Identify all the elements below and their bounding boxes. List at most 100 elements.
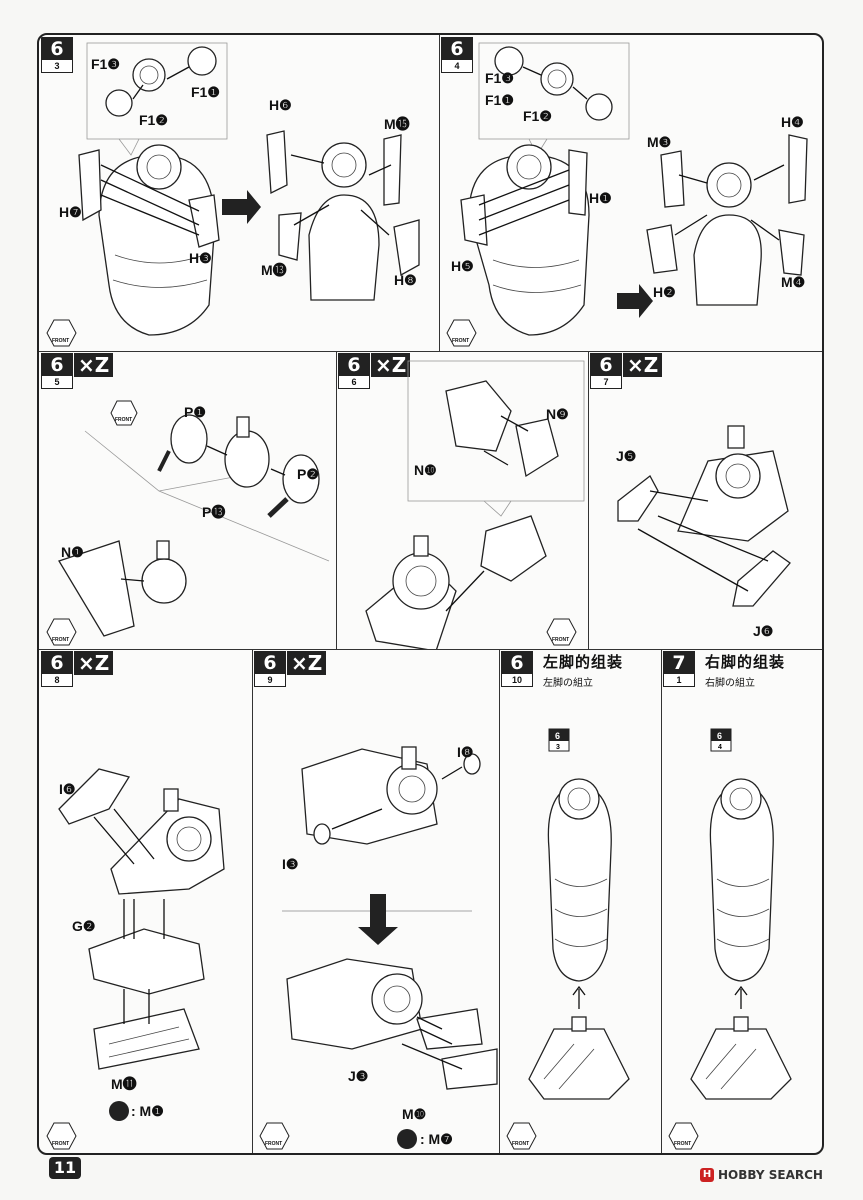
part-label: P⓭ — [202, 504, 225, 520]
quantity-multiplier: ×Z — [287, 651, 327, 675]
ref-step-number: 6 — [555, 731, 560, 741]
front-label: FRONT — [452, 338, 469, 344]
part-label: F1❷ — [523, 108, 552, 124]
step-subtitle: 左脚の組立 — [543, 678, 593, 689]
front-label: FRONT — [265, 1141, 282, 1147]
quantity-multiplier: ×Z — [74, 651, 114, 675]
front-label: FRONT — [52, 338, 69, 344]
step-sub-number: 10 — [511, 675, 522, 685]
step-panel-6-4: 6 4 F1❸ F1❶ F1❷ H❶ H❺ FRONT — [439, 35, 822, 352]
part-label: H❸ — [189, 250, 212, 266]
paint-label: : M❶ — [131, 1103, 164, 1119]
step-number: 6 — [42, 652, 72, 674]
part-label: J❸ — [348, 1068, 368, 1084]
quantity-multiplier: ×Z — [623, 353, 663, 377]
assembly-illustration: 6 3 FRONT — [506, 728, 630, 1150]
part-label: I❸ — [282, 856, 298, 872]
step-number: 7 — [664, 652, 694, 674]
front-direction-icon — [506, 1122, 537, 1150]
front-direction-icon — [546, 618, 577, 646]
step-panel-6-7: 6 7 ×Z J❺ J❻ — [588, 351, 822, 650]
part-label: N❶ — [61, 544, 84, 560]
front-label: FRONT — [552, 637, 569, 643]
step-sub-number: 4 — [454, 61, 460, 71]
paint-label: : M❼ — [420, 1131, 453, 1147]
paint-color-icon — [109, 1101, 129, 1121]
front-direction-icon — [110, 400, 138, 426]
assembly-illustration: F1❸ F1❶ F1❷ H❼ H❸ FRONT H❻ M⓯ M⓭ H❽ — [46, 42, 420, 347]
step-number: 6 — [339, 354, 369, 376]
part-label: M⓫ — [111, 1076, 137, 1092]
step-number: 6 — [42, 38, 72, 60]
front-direction-icon — [46, 1122, 77, 1150]
step-sub-number: 8 — [54, 675, 60, 685]
assembly-illustration: N❾ N❿ FRONT — [365, 360, 585, 649]
step-sub-number: 7 — [603, 377, 609, 387]
front-label: FRONT — [52, 1141, 69, 1147]
assembly-illustration: 6 4 FRONT — [668, 728, 792, 1150]
step-sub-number: 3 — [54, 61, 60, 71]
part-label: F1❸ — [91, 56, 120, 72]
front-direction-icon — [46, 319, 77, 347]
step-panel-6-6: 6 6 ×Z N❾ N❿ FRONT — [336, 351, 589, 650]
front-direction-icon — [259, 1122, 290, 1150]
part-label: F1❶ — [485, 92, 514, 108]
part-label: M❹ — [781, 274, 805, 290]
ref-step-sub: 3 — [556, 744, 560, 751]
step-badge: 6 10 左脚的组装 左脚の組立 — [501, 651, 623, 689]
part-label: I❻ — [59, 781, 75, 797]
part-label: H❹ — [781, 114, 804, 130]
watermark-text: HOBBY SEARCH — [718, 1168, 823, 1182]
part-label: F1❶ — [191, 84, 220, 100]
ref-step-sub: 4 — [718, 744, 722, 751]
step-badge: 6 7 ×Z — [590, 353, 663, 389]
part-label: H❽ — [394, 272, 417, 288]
part-label: F1❷ — [139, 112, 168, 128]
next-step-arrow-icon — [617, 284, 653, 318]
assembly-illustration: F1❸ F1❶ F1❷ H❶ H❺ FRONT M❸ H❹ H❷ M❹ — [446, 42, 808, 347]
part-label: G❷ — [72, 918, 95, 934]
step-badge: 6 9 ×Z — [254, 651, 327, 687]
step-subtitle: 右脚の組立 — [705, 678, 755, 689]
step-panel-6-5: 6 5 ×Z FRONT P❶ P❷ P⓭ N❶ FRONT — [39, 351, 337, 650]
step-panel-6-3: 6 3 F1❸ F1❶ F1❷ H❼ H❸ FRONT — [39, 35, 440, 352]
part-label: H❶ — [589, 190, 612, 206]
quantity-multiplier: ×Z — [371, 353, 411, 377]
part-label: M❿ — [402, 1106, 426, 1122]
step-panel-6-8: 6 8 ×Z I❻ G❷ M⓫ : M❶ FRONT — [39, 649, 253, 1153]
part-label: H❻ — [269, 97, 292, 113]
step-sub-number: 5 — [54, 377, 60, 387]
step-sub-number: 6 — [351, 377, 357, 387]
step-sub-number: 9 — [267, 675, 273, 685]
part-label: N❿ — [414, 462, 437, 478]
part-label: P❷ — [297, 466, 319, 482]
hobby-search-logo-icon: H — [700, 1168, 714, 1182]
step-panel-7-1: 7 1 右脚的组装 右脚の組立 6 4 FRONT — [661, 649, 822, 1153]
next-step-arrow-icon — [222, 190, 261, 224]
front-direction-icon — [668, 1122, 699, 1150]
front-label: FRONT — [115, 417, 132, 423]
step-title: 左脚的组装 — [543, 654, 624, 671]
part-label: H❼ — [59, 204, 82, 220]
part-label: P❶ — [184, 404, 206, 420]
front-label: FRONT — [512, 1141, 529, 1147]
part-label: F1❸ — [485, 70, 514, 86]
step-badge: 6 5 ×Z — [41, 353, 114, 389]
assembly-illustration: FRONT P❶ P❷ P⓭ N❶ FRONT — [46, 400, 330, 646]
front-direction-icon — [46, 618, 77, 646]
next-step-arrow-icon — [358, 894, 398, 945]
step-sub-number: 1 — [676, 675, 682, 685]
step-badge: 7 1 右脚的组装 右脚の組立 — [663, 651, 785, 689]
front-label: FRONT — [674, 1141, 691, 1147]
step-number: 6 — [255, 652, 285, 674]
part-label: M⓯ — [384, 116, 410, 132]
step-title: 右脚的组装 — [705, 654, 786, 671]
part-label: I❽ — [457, 744, 473, 760]
part-label: M⓭ — [261, 262, 287, 278]
part-label: N❾ — [546, 406, 569, 422]
step-panel-6-9: 6 9 ×Z I❽ I❸ J❸ M❿ : M❼ FRON — [252, 649, 500, 1153]
watermark: H HOBBY SEARCH — [700, 1168, 823, 1182]
instruction-sheet: 6 3 F1❸ F1❶ F1❷ H❼ H❸ FRONT — [37, 33, 824, 1155]
part-label: M❸ — [647, 134, 671, 150]
part-label: J❻ — [753, 623, 773, 639]
